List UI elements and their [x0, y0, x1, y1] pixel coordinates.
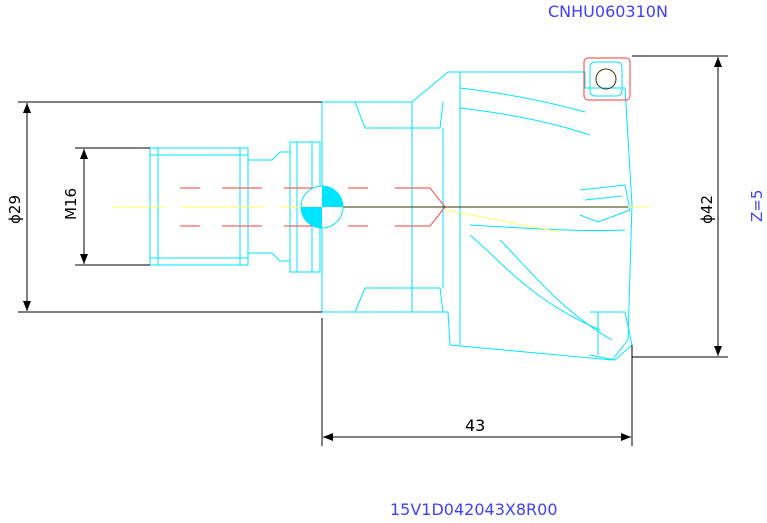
dim-shank-diameter-label: ϕ29	[6, 195, 24, 224]
datum-symbol	[300, 185, 344, 229]
part-outline	[149, 71, 633, 361]
teeth-count-label: Z=5	[748, 190, 766, 222]
dimension-lines	[18, 55, 728, 446]
dim-length-label: 43	[465, 416, 485, 435]
dim-cutter-diameter-label: ϕ42	[698, 195, 716, 224]
dim-thread-label: M16	[62, 188, 80, 220]
insert-code-label: CNHU060310N	[548, 2, 668, 21]
cutter-body	[321, 71, 633, 361]
part-code-label: 15V1D042043X8R00	[390, 500, 558, 519]
centerlines	[112, 206, 650, 233]
insert	[583, 57, 631, 101]
